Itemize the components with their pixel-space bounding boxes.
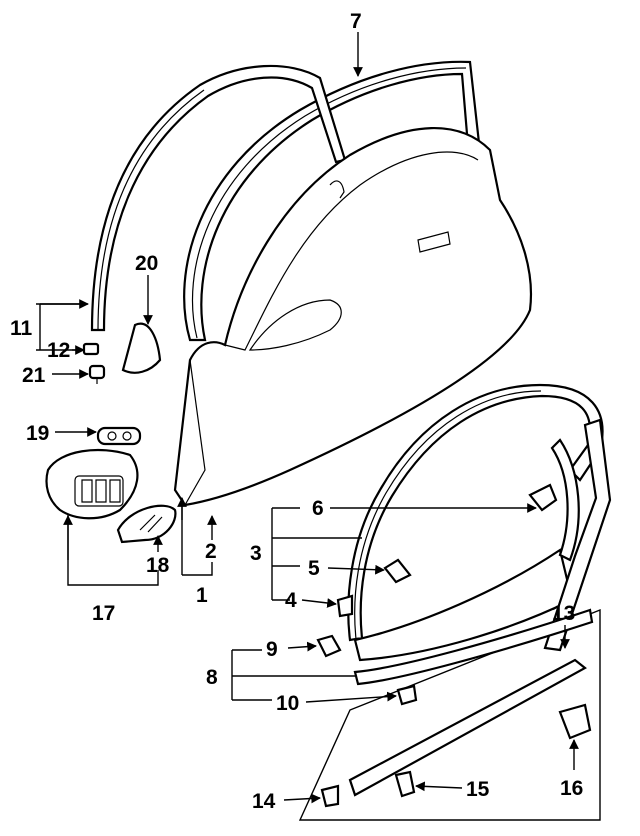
leader-lines	[36, 32, 579, 804]
clip-10	[396, 684, 418, 706]
label-10: 10	[276, 692, 299, 715]
sill-seal	[353, 608, 594, 686]
door-weatherstrip	[347, 383, 604, 662]
label-20: 20	[135, 252, 158, 275]
label-21: 21	[22, 364, 46, 387]
label-2: 2	[205, 540, 217, 563]
label-15: 15	[466, 778, 490, 801]
label-19: 19	[26, 422, 49, 445]
label-14: 14	[252, 790, 276, 813]
rocker-molding-panel	[298, 418, 612, 821]
mirror-patch	[121, 322, 162, 374]
label-16: 16	[560, 777, 583, 800]
clip-16	[558, 703, 592, 740]
label-11: 11	[10, 317, 33, 340]
label-1: 1	[196, 584, 208, 607]
label-6: 6	[312, 497, 324, 520]
label-3: 3	[250, 542, 262, 565]
label-8: 8	[206, 666, 218, 689]
clip-6	[528, 483, 558, 512]
clip-14	[320, 784, 340, 808]
label-4: 4	[285, 589, 297, 612]
label-7: 7	[350, 10, 362, 33]
clip-9	[316, 634, 342, 658]
clip-15	[394, 770, 416, 798]
label-12: 12	[47, 339, 70, 362]
fastener-12	[82, 342, 100, 356]
label-17: 17	[92, 602, 115, 625]
fastener-21	[88, 364, 106, 384]
clip-4	[336, 594, 354, 618]
switch-cover	[96, 426, 142, 446]
label-9: 9	[266, 638, 278, 661]
mirror-glass	[116, 504, 177, 544]
label-13: 13	[552, 602, 575, 625]
mirror-assembly	[45, 448, 139, 520]
label-18: 18	[146, 554, 170, 577]
clip-5	[383, 558, 412, 584]
door-shell	[173, 127, 532, 507]
label-5: 5	[308, 557, 320, 580]
